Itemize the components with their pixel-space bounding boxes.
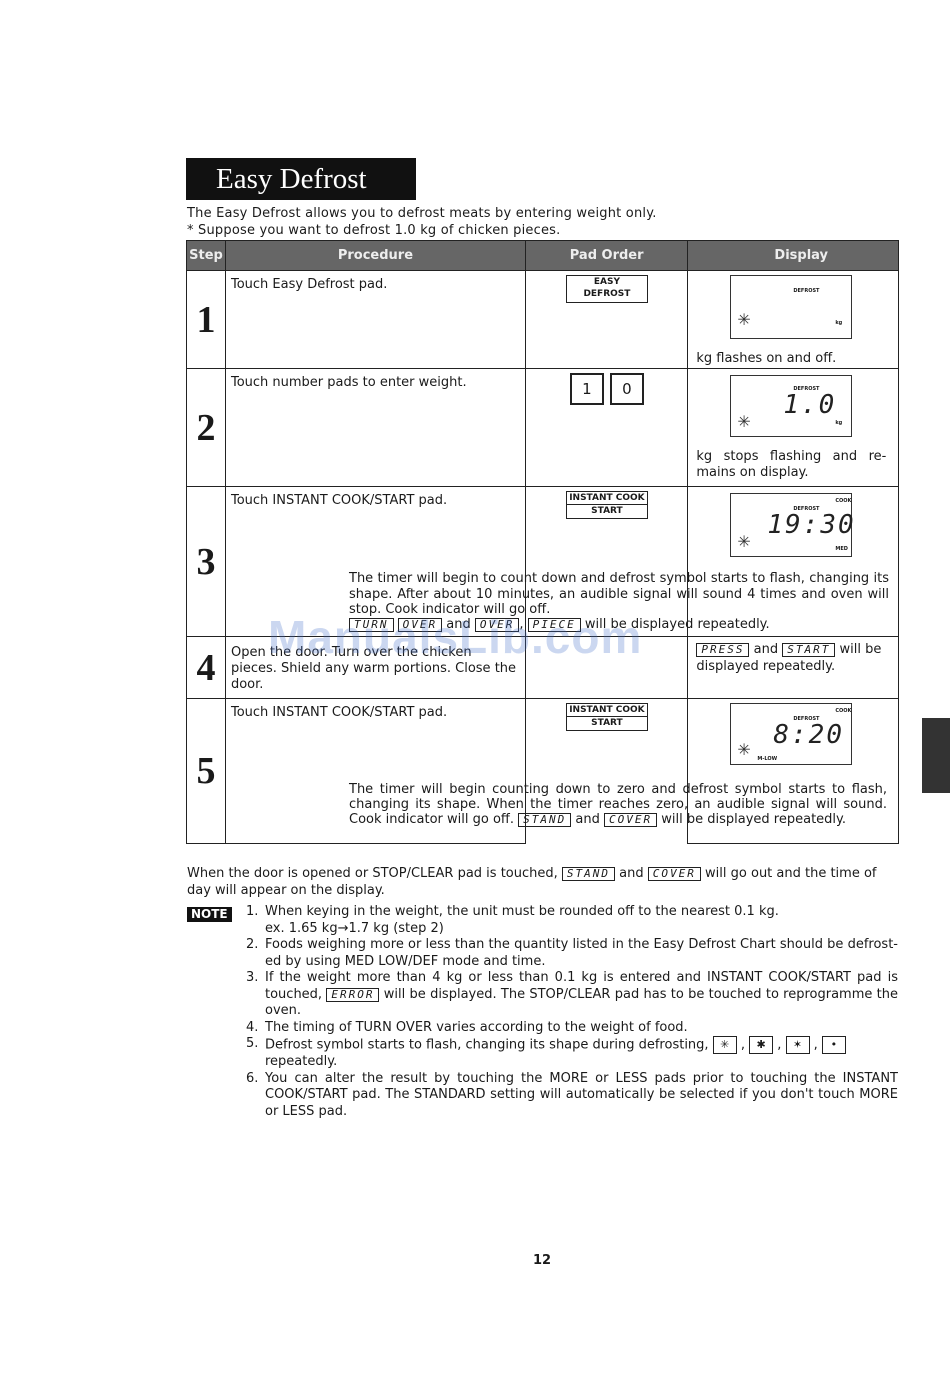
display-cell: PRESS and START will be displayed repeat… [687,636,899,699]
procedure-text: Touch Easy Defrost pad. [230,277,388,292]
lcd-display: DEFROST ✳ kg [730,275,853,339]
segment-piece: PIECE [527,618,581,632]
procedure-text: Touch INSTANT COOK/START pad. [230,493,448,508]
display-cell: DEFROST ✳ kg kg flashes on and off. [687,270,899,369]
sparkle-icon: ✳ [737,412,751,431]
display-caption: PRESS and START will be displayed repeat… [696,642,882,674]
watermark: ManualsLib.com [268,611,643,663]
step-number: 2 [186,368,226,487]
number-pad-1[interactable]: 1 [569,373,604,405]
step-number: 5 [186,698,226,844]
segment-cover: COVER [604,813,658,827]
procedure-cell: Touch INSTANT COOK/START pad. [224,486,526,637]
table-header-row: Step Procedure Pad Order Display [186,240,899,271]
segment-error: ERROR [326,987,380,1002]
side-tab-marker [922,718,950,793]
steps-table: Step Procedure Pad Order Display 1 Touch… [186,240,899,844]
list-item: 2. Foods weighing more or less than the … [246,937,898,969]
intro-line-2: * Suppose you want to defrost 1.0 kg of … [187,223,561,238]
page-title: Easy Defrost [186,158,416,200]
lcd-display: COOK DEFROST 19:30 ✳ MED [730,493,854,557]
sparkle-icon: ✳ [737,532,751,551]
instant-cook-start-pad[interactable]: INSTANT COOK START [565,703,648,731]
list-item: 1. When keying in the weight, the unit m… [246,904,779,936]
header-step: Step [186,240,226,271]
lcd-display: DEFROST 1.0 ✳ kg [730,375,853,437]
procedure-cell: Touch Easy Defrost pad. [224,270,526,369]
segment-turn: TURN [349,618,394,632]
pad-cell: EASY DEFROST [524,270,689,369]
dot-icon: • [821,1036,846,1054]
procedure-cell: Touch number pads to enter weight. [224,368,526,487]
note-badge: NOTE [187,907,232,922]
procedure-text: Touch INSTANT COOK/START pad. [230,705,448,720]
notes-list: 1. When keying in the weight, the unit m… [246,904,898,1120]
table-row: 4 Open the door. Turn over the chicken p… [186,636,899,699]
segment-stand: STAND [561,867,616,881]
pad-cell: 1 0 [524,368,689,487]
sparkle-icon: ✳ [737,310,751,329]
segment-over: OVER [397,618,443,632]
intro-line-1: The Easy Defrost allows you to defrost m… [187,206,657,221]
segment-over-2: OVER [474,618,520,632]
step-5-note: The timer will begin counting down to ze… [349,782,887,827]
easy-defrost-pad[interactable]: EASY DEFROST [565,275,648,303]
step-number: 1 [186,270,226,369]
number-pad-0[interactable]: 0 [609,373,644,405]
step-number: 3 [186,486,226,637]
procedure-text: Open the door. Turn over the chicken pie… [230,645,517,692]
sparkle-icon: ✶ [785,1036,810,1054]
step-number: 4 [186,636,226,699]
sparkle-icon: ✳ [737,740,751,759]
pad-cell: INSTANT COOK START [524,698,689,844]
procedure-text: Touch number pads to enter weight. [230,375,467,390]
segment-press: PRESS [696,643,750,657]
lcd-display: COOK DEFROST 8:20 ✳ M-LOW [730,703,853,765]
header-procedure: Procedure [224,240,526,271]
instant-cook-start-pad[interactable]: INSTANT COOK START [565,491,648,519]
table-row: 5 Touch INSTANT COOK/START pad. INSTANT … [186,698,899,844]
list-item: 4. The timing of TURN OVER varies accord… [246,1019,688,1035]
display-cell: DEFROST 1.0 ✳ kg kg stops flashing and r… [687,368,899,487]
procedure-cell: Touch INSTANT COOK/START pad. [224,698,526,844]
segment-cover: COVER [647,867,701,881]
display-cell: COOK DEFROST 19:30 ✳ MED [687,486,899,637]
step-3-note: The timer will begin to count down and d… [349,571,889,617]
procedure-cell: Open the door. Turn over the chicken pie… [224,636,526,699]
list-item: 6. You can alter the result by touching … [246,1070,898,1119]
sparkle-icon: ✳ [712,1036,737,1054]
header-display: Display [687,240,899,271]
display-cell: COOK DEFROST 8:20 ✳ M-LOW [687,698,899,844]
display-caption: kg stops flashing and re- mains on displ… [696,449,887,480]
table-row: 3 Touch INSTANT COOK/START pad. INSTANT … [186,486,899,637]
step-3-segments: TURN OVER and OVER, PIECE will be displa… [349,617,894,633]
table-row: 1 Touch Easy Defrost pad. EASY DEFROST D… [186,270,899,369]
sparkle-icon: ✱ [749,1036,774,1054]
display-caption: kg flashes on and off. [696,351,837,366]
pad-cell [524,636,689,699]
header-pad-order: Pad Order [524,240,689,271]
page-number: 12 [533,1253,552,1268]
segment-start: START [782,643,836,657]
table-row: 2 Touch number pads to enter weight. 1 0… [186,368,899,487]
list-item: 5. Defrost symbol starts to flash, chang… [246,1036,898,1071]
segment-stand: STAND [518,813,572,827]
pad-cell: INSTANT COOK START [524,486,689,637]
after-table-text: When the door is opened or STOP/CLEAR pa… [187,866,877,898]
list-item: 3. If the weight more than 4 kg or less … [246,970,899,1018]
